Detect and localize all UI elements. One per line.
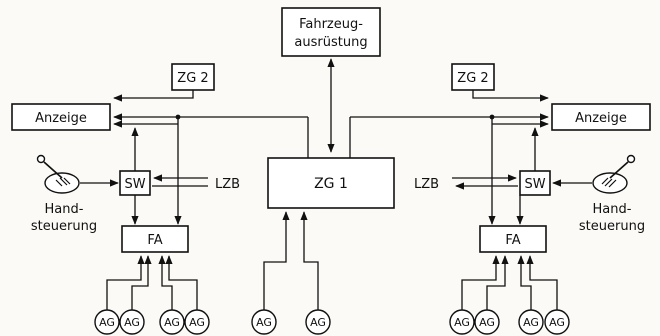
anzeige-right-label: Anzeige bbox=[575, 111, 627, 126]
ag-left-2-circle bbox=[119, 309, 145, 335]
ag-right-2-link bbox=[486, 255, 509, 310]
handsteuerung-right-label-1: Hand- bbox=[593, 202, 632, 217]
zg2-left-label: ZG 2 bbox=[177, 71, 208, 86]
fa-right-box bbox=[479, 225, 547, 253]
fa-left-box bbox=[121, 225, 189, 253]
zg2-right-label: ZG 2 bbox=[457, 71, 488, 86]
ag-right-group bbox=[461, 255, 558, 310]
handsteuerung-right-label-2: steuerung bbox=[579, 219, 645, 234]
ag-left-3-label: AG bbox=[164, 316, 180, 329]
ag-left-1-link bbox=[106, 255, 145, 310]
fahrzeugausruestung-box bbox=[281, 7, 381, 57]
zg2-right-box bbox=[451, 63, 495, 91]
handsteuerung-left-icon bbox=[36, 154, 80, 194]
ag-right-4-label: AG bbox=[549, 316, 565, 329]
sw-left-label: SW bbox=[124, 177, 145, 192]
ag-left-1-circle bbox=[94, 309, 120, 335]
sw-right-label: SW bbox=[524, 177, 545, 192]
fahrzeugausruestung-label-2: ausrüstung bbox=[294, 35, 367, 50]
anzeige-left-label: Anzeige bbox=[35, 111, 87, 126]
ag-right-4-link bbox=[526, 255, 558, 310]
ag-left-2-link bbox=[131, 255, 152, 310]
lzb-right-label: LZB bbox=[414, 177, 439, 192]
ag-center-1-label: AG bbox=[256, 316, 272, 329]
handsteuerung-left-label-2: steuerung bbox=[31, 219, 97, 234]
anzeige-left-box bbox=[11, 103, 111, 131]
zg1-label: ZG 1 bbox=[314, 176, 348, 192]
ag-right-3-link bbox=[517, 255, 532, 310]
zg2-right-to-anzeige bbox=[472, 90, 549, 102]
ag-left-4-circle bbox=[184, 309, 210, 335]
fahrzeugausruestung-label-1: Fahrzeug- bbox=[299, 17, 363, 32]
fa-left-label: FA bbox=[147, 233, 162, 248]
ag-right-4-circle bbox=[544, 309, 570, 335]
ag-left-3-circle bbox=[159, 309, 185, 335]
ag-right-3-label: AG bbox=[523, 316, 539, 329]
ag-right-1-circle bbox=[449, 309, 475, 335]
zg1-box bbox=[267, 157, 395, 209]
handsteuerung-left-label-1: Hand- bbox=[45, 202, 84, 217]
ag-center-2-label: AG bbox=[310, 316, 326, 329]
ag-center-2-circle bbox=[305, 309, 331, 335]
anzeige-right-box bbox=[551, 103, 651, 131]
ag-left-4-label: AG bbox=[189, 316, 205, 329]
fa-right-label: FA bbox=[505, 233, 520, 248]
ag-center-1-circle bbox=[251, 309, 277, 335]
ag-center-2-link bbox=[300, 211, 319, 310]
lzb-left-label: LZB bbox=[215, 177, 240, 192]
ag-right-1-label: AG bbox=[454, 316, 470, 329]
ag-left-3-link bbox=[158, 255, 173, 310]
sw-left-box bbox=[119, 170, 151, 196]
ag-right-3-circle bbox=[518, 309, 544, 335]
ag-left-2-label: AG bbox=[124, 316, 140, 329]
ag-right-1-link bbox=[461, 255, 500, 310]
handsteuerung-right-icon bbox=[592, 154, 636, 194]
zg2-left-to-anzeige bbox=[113, 90, 194, 102]
ag-right-2-label: AG bbox=[479, 316, 495, 329]
ag-left-group bbox=[106, 255, 198, 310]
ag-right-2-circle bbox=[474, 309, 500, 335]
ag-center-1-link bbox=[263, 211, 290, 310]
ag-left-1-label: AG bbox=[99, 316, 115, 329]
ag-left-4-link bbox=[165, 255, 198, 310]
